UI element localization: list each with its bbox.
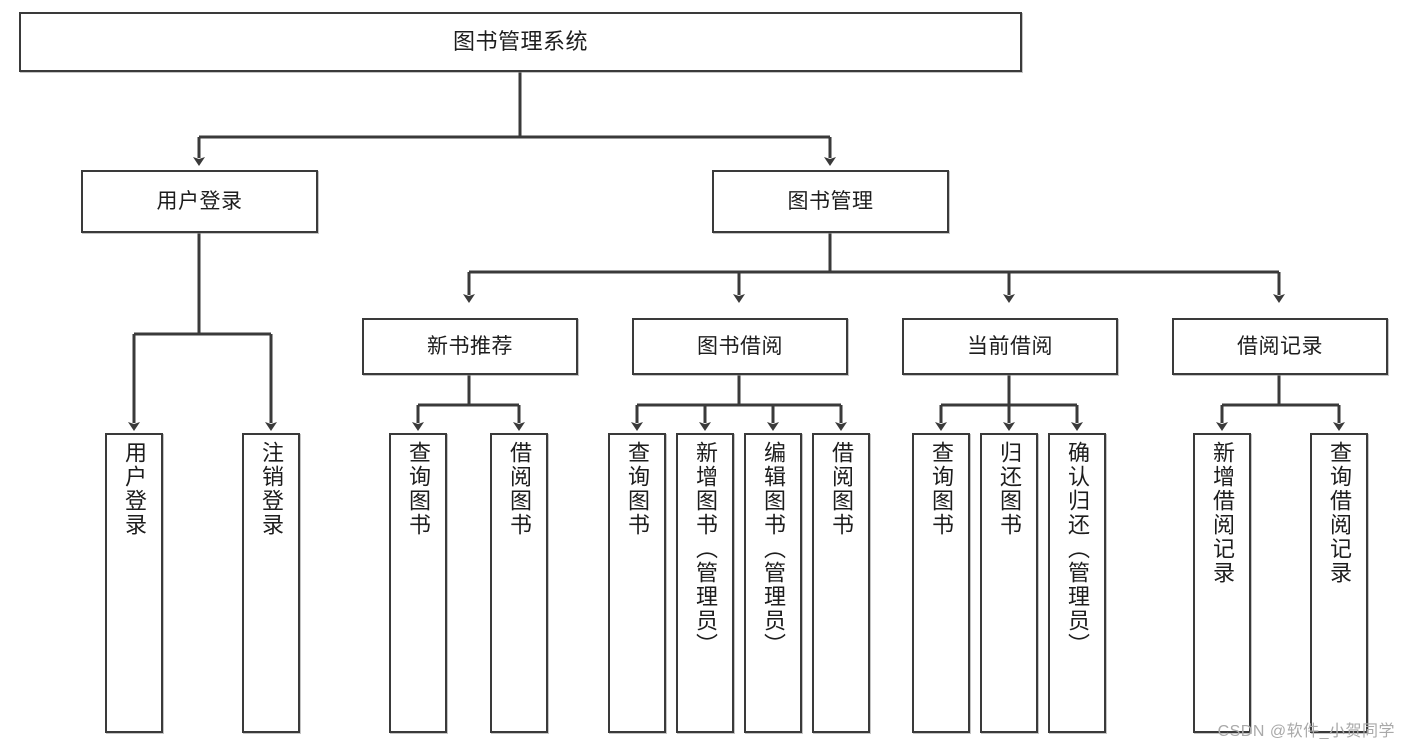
leaf-borrow-book-newbook[interactable]: 借阅图书	[490, 433, 548, 733]
node-label: 归还图书	[997, 441, 1022, 537]
node-label: 注销登录	[259, 441, 284, 537]
leaf-borrow-book[interactable]: 借阅图书	[812, 433, 870, 733]
leaf-query-book-current[interactable]: 查询图书	[912, 433, 970, 733]
node-label: 查询图书	[625, 441, 650, 537]
node-label: 查询图书	[406, 441, 431, 537]
leaf-edit-book-admin[interactable]: 编辑图书（管理员）	[744, 433, 802, 733]
node-label: 用户登录	[156, 189, 243, 213]
node-user-login[interactable]: 用户登录	[81, 170, 318, 233]
leaf-logout[interactable]: 注销登录	[242, 433, 300, 733]
node-label: 新增借阅记录	[1210, 441, 1235, 585]
node-label: 确认归还（管理员）	[1065, 441, 1090, 657]
node-label: 图书管理系统	[452, 28, 588, 54]
leaf-return-book[interactable]: 归还图书	[980, 433, 1038, 733]
node-label: 新增图书（管理员）	[693, 441, 718, 657]
node-label: 编辑图书（管理员）	[761, 441, 786, 657]
node-label: 用户登录	[122, 441, 147, 537]
node-label: 查询图书	[929, 441, 954, 537]
node-borrow-record[interactable]: 借阅记录	[1172, 318, 1388, 375]
leaf-confirm-return-admin[interactable]: 确认归还（管理员）	[1048, 433, 1106, 733]
node-label: 查询借阅记录	[1327, 441, 1352, 585]
node-label: 借阅图书	[507, 441, 532, 537]
node-new-book-recommend[interactable]: 新书推荐	[362, 318, 578, 375]
leaf-add-borrow-record[interactable]: 新增借阅记录	[1193, 433, 1251, 733]
leaf-add-book-admin[interactable]: 新增图书（管理员）	[676, 433, 734, 733]
node-current-borrow[interactable]: 当前借阅	[902, 318, 1118, 375]
leaf-query-book-newbook[interactable]: 查询图书	[389, 433, 447, 733]
node-root-system[interactable]: 图书管理系统	[19, 12, 1022, 72]
leaf-query-borrow-record[interactable]: 查询借阅记录	[1310, 433, 1368, 733]
node-label: 图书借阅	[697, 334, 783, 358]
leaf-user-login[interactable]: 用户登录	[105, 433, 163, 733]
node-book-management[interactable]: 图书管理	[712, 170, 949, 233]
node-label: 借阅图书	[829, 441, 854, 537]
node-label: 新书推荐	[427, 334, 513, 358]
leaf-query-book[interactable]: 查询图书	[608, 433, 666, 733]
node-label: 借阅记录	[1237, 334, 1323, 358]
watermark: CSDN @软件_小贺同学	[1217, 723, 1395, 740]
node-book-borrow[interactable]: 图书借阅	[632, 318, 848, 375]
node-label: 当前借阅	[967, 334, 1053, 358]
node-label: 图书管理	[787, 189, 874, 213]
